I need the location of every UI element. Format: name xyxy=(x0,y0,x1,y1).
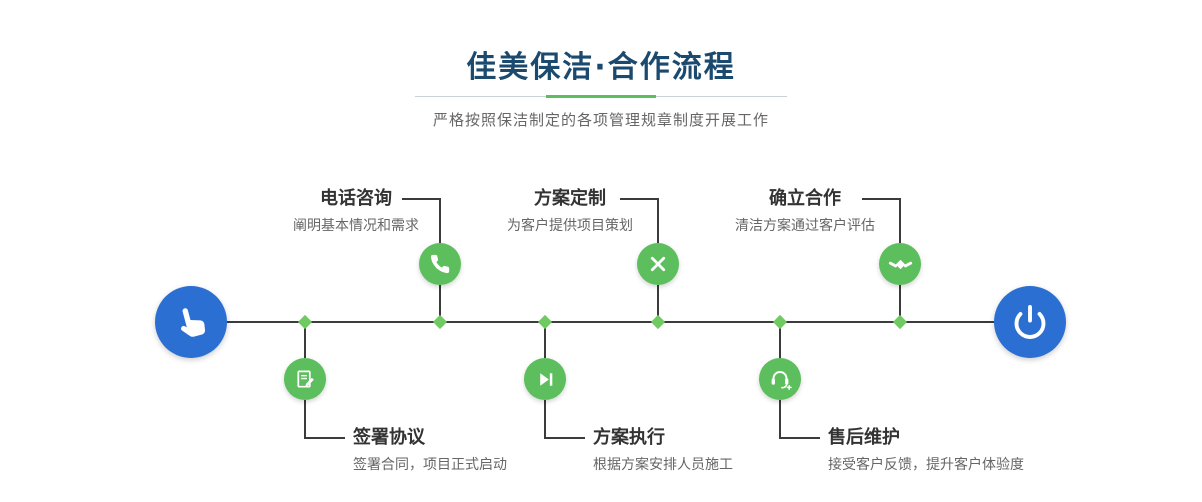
connector-line xyxy=(657,198,659,243)
divider-accent xyxy=(546,95,656,98)
timeline-end-node xyxy=(994,286,1066,358)
timeline-diamond xyxy=(432,314,448,330)
step-desc: 签署合同，项目正式启动 xyxy=(353,457,507,473)
step-node-after-sales xyxy=(759,358,801,400)
step-label-phone-consult: 电话咨询 阐明基本情况和需求 xyxy=(236,186,476,236)
phone-call-icon xyxy=(430,254,450,274)
step-label-after-sales: 售后维护 接受客户反馈，提升客户体验度 xyxy=(828,425,1024,475)
step-title: 售后维护 xyxy=(828,427,900,448)
connector-line xyxy=(657,285,659,322)
divider-line-right xyxy=(656,96,787,97)
page-subtitle: 严格按照保洁制定的各项管理规章制度开展工作 xyxy=(432,111,769,129)
step-title: 签署协议 xyxy=(353,427,425,448)
divider-line-left xyxy=(415,96,546,97)
timeline-line xyxy=(191,321,1030,323)
step-node-sign-agreement xyxy=(284,358,326,400)
step-desc: 根据方案安排人员施工 xyxy=(593,457,733,473)
power-icon xyxy=(1014,305,1046,339)
step-label-plan-execute: 方案执行 根据方案安排人员施工 xyxy=(593,425,733,475)
connector-line xyxy=(862,198,900,200)
step-desc: 清洁方案通过客户评估 xyxy=(735,218,875,234)
headset-support-icon xyxy=(771,371,792,390)
timeline-diamond xyxy=(650,314,666,330)
step-title: 方案定制 xyxy=(534,188,606,209)
step-node-phone-consult xyxy=(419,243,461,285)
play-next-icon xyxy=(539,372,552,386)
connector-line xyxy=(439,285,441,322)
step-title: 电话咨询 xyxy=(320,188,392,209)
connector-line xyxy=(545,437,585,439)
step-node-cooperation xyxy=(879,243,921,285)
step-title: 确立合作 xyxy=(769,188,841,209)
connector-line xyxy=(780,437,820,439)
step-desc: 接受客户反馈，提升客户体验度 xyxy=(828,457,1024,473)
connector-line xyxy=(779,400,781,439)
step-desc: 为客户提供项目策划 xyxy=(507,218,633,234)
title-divider xyxy=(415,95,787,99)
timeline-diamond xyxy=(772,314,788,330)
timeline-diamond xyxy=(537,314,553,330)
connector-line xyxy=(779,322,781,358)
connector-line xyxy=(899,198,901,243)
connector-line xyxy=(620,198,658,200)
connector-line xyxy=(402,198,440,200)
connector-line xyxy=(544,322,546,358)
connector-line xyxy=(439,198,441,243)
connector-line xyxy=(305,437,345,439)
step-node-plan-custom xyxy=(637,243,679,285)
pen-design-icon xyxy=(650,256,666,272)
connector-line xyxy=(304,322,306,358)
hand-pointer-icon xyxy=(181,308,206,337)
step-label-plan-custom: 方案定制 为客户提供项目策划 xyxy=(450,186,690,236)
contract-sign-icon xyxy=(296,369,314,388)
step-node-plan-execute xyxy=(524,358,566,400)
handshake-icon xyxy=(888,259,912,269)
page-title: 佳美保洁·合作流程 xyxy=(466,50,736,85)
step-label-cooperation: 确立合作 清洁方案通过客户评估 xyxy=(685,186,925,236)
connector-line xyxy=(304,400,306,439)
step-desc: 阐明基本情况和需求 xyxy=(293,218,419,234)
timeline-start-node xyxy=(155,286,227,358)
timeline-diamond xyxy=(297,314,313,330)
timeline-diamond xyxy=(892,314,908,330)
connector-line xyxy=(899,285,901,322)
step-title: 方案执行 xyxy=(593,427,665,448)
step-label-sign-agreement: 签署协议 签署合同，项目正式启动 xyxy=(353,425,507,475)
connector-line xyxy=(544,400,546,439)
